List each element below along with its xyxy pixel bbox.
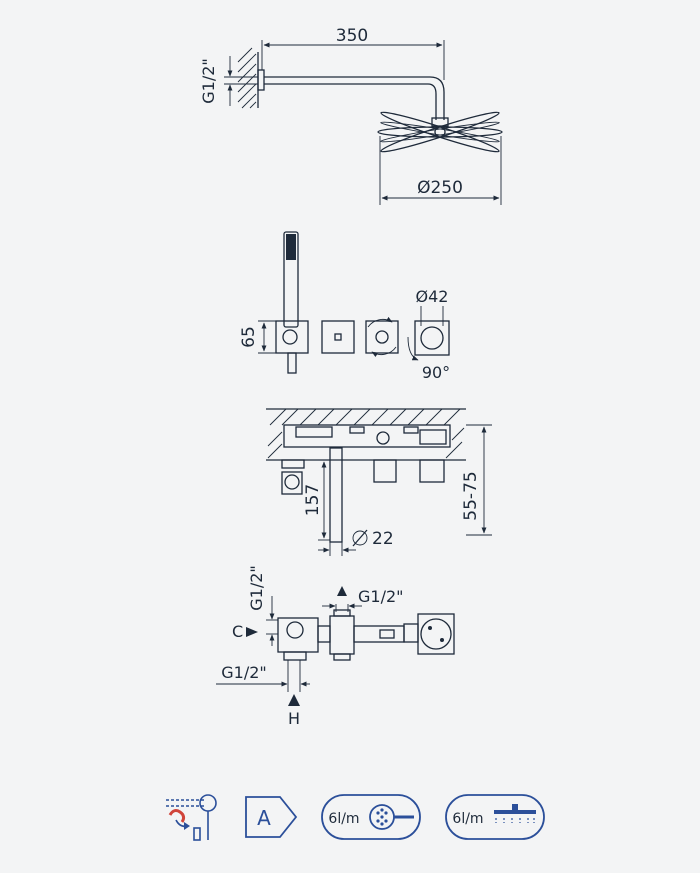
rotation-label: 90° — [422, 363, 450, 382]
wall-thread-label: G1/2" — [199, 58, 218, 104]
thermostat-plate — [414, 320, 450, 356]
wall-flange — [257, 69, 265, 91]
hand-flow-label: 6l/m — [328, 811, 359, 827]
mixer-plate — [365, 320, 399, 354]
hand-shower — [283, 231, 299, 328]
spout-pipe — [329, 447, 343, 543]
shower-head — [377, 111, 503, 153]
bracket-plate — [275, 320, 309, 354]
thermostat-knob-side — [419, 459, 445, 483]
mixer-knob-side — [373, 459, 397, 483]
thermostat-body — [417, 613, 455, 655]
energy-class-badge: A — [245, 796, 298, 838]
outlet-arrow — [337, 586, 347, 596]
inlet-thread-left-label: G1/2" — [247, 565, 266, 611]
shower-head-view: 350 G1/2" Ø250 — [199, 26, 503, 205]
wall-section-hatch — [267, 408, 465, 459]
wall-hatch — [237, 47, 259, 109]
hand-shower-head — [286, 234, 296, 260]
thermostat-icon — [166, 794, 217, 841]
cold-inlet-label: C — [232, 622, 243, 641]
side-section: 157 55-75 22 — [266, 408, 492, 556]
cold-inlet-arrow — [246, 627, 258, 637]
shower-arm — [264, 76, 445, 120]
knob-diameter-label: Ø42 — [416, 287, 449, 306]
hand-flow-badge: 6l/m — [321, 794, 421, 840]
head-flow-badge: 6l/m — [445, 794, 545, 840]
head-diameter-label: Ø250 — [417, 178, 463, 198]
hot-inlet-arrow — [288, 694, 300, 706]
energy-class-label: A — [257, 806, 271, 830]
head-flow-label: 6l/m — [452, 811, 483, 827]
pipe-diameter-label: 22 — [372, 529, 394, 549]
thermostat-knob — [420, 326, 444, 350]
arm-length-label: 350 — [336, 26, 368, 46]
outlet-thread-label: G1/2" — [358, 587, 404, 606]
front-view: 65 Ø42 90° — [239, 231, 450, 382]
rain-shower-icon — [494, 804, 536, 823]
inlet-thread-bottom-label: G1/2" — [221, 663, 267, 682]
spout-length-label: 157 — [303, 484, 323, 516]
feature-badges: A 6l/m 6l/m — [166, 794, 545, 841]
plate-height-label: 65 — [239, 326, 259, 348]
hot-inlet-label: H — [288, 709, 300, 728]
depth-range-label: 55-75 — [461, 471, 481, 520]
head-connector — [431, 117, 449, 127]
diverter-plate — [321, 320, 355, 354]
diverter-body — [329, 615, 355, 655]
plan-view: G1/2" C G1/2" G1/2" H — [216, 565, 455, 728]
